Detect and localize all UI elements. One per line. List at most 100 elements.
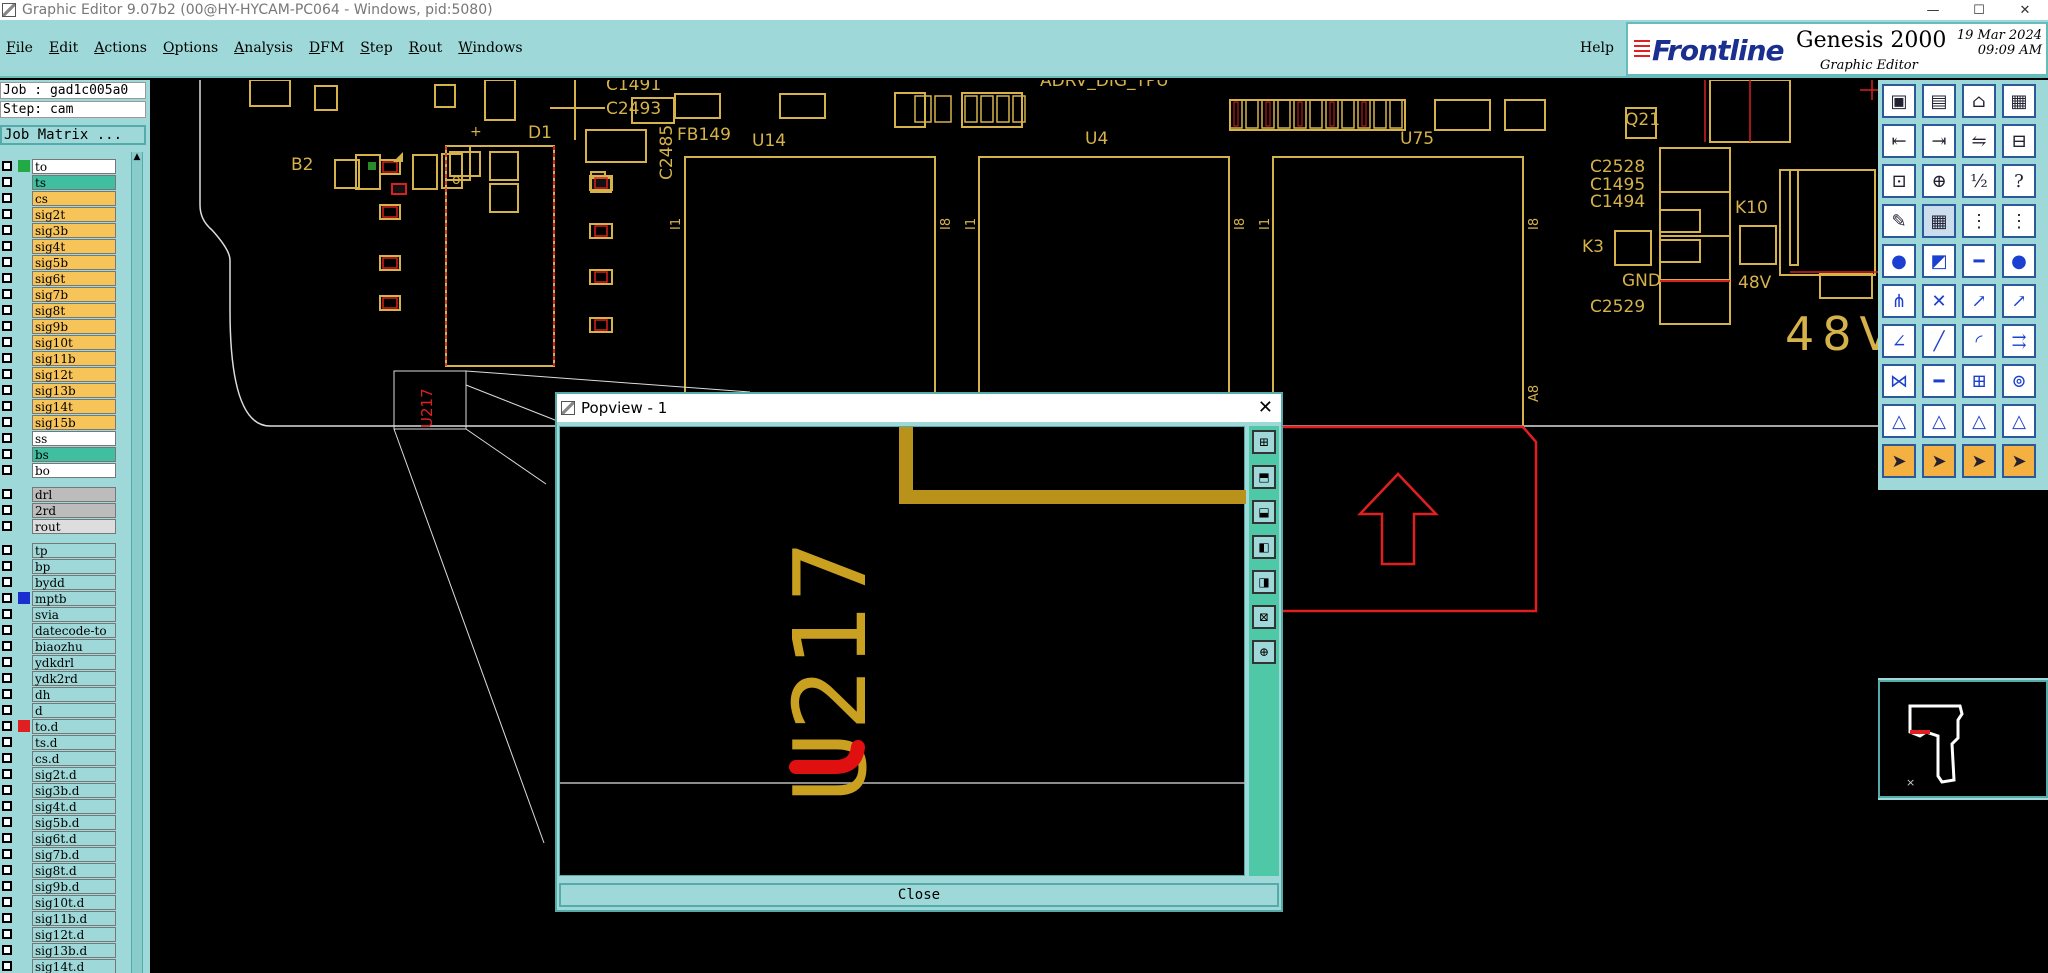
layer-checkbox[interactable] — [2, 401, 12, 411]
layer-checkbox[interactable] — [2, 545, 12, 555]
layer-checkbox[interactable] — [2, 225, 12, 235]
tri-d-icon[interactable]: △ — [2002, 404, 2036, 438]
layer-row-sig2t[interactable]: sig2t — [0, 206, 118, 222]
layer-color-swatch[interactable] — [18, 160, 30, 172]
select-net-icon[interactable]: ➤ — [2002, 444, 2036, 478]
layer-color-swatch[interactable] — [18, 928, 30, 940]
layer-color-swatch[interactable] — [18, 592, 30, 604]
select-area-icon[interactable]: ➤ — [1962, 444, 1996, 478]
layer-name[interactable]: sig13b.d — [32, 942, 116, 958]
layer-name[interactable]: sig5b.d — [32, 814, 116, 830]
measure-icon[interactable]: ✎ — [1882, 204, 1916, 238]
grid-toggle-icon[interactable]: ▦ — [1922, 204, 1956, 238]
layer-name[interactable]: cs — [32, 190, 116, 206]
layer-row-drl[interactable]: drl — [0, 486, 118, 502]
layer-checkbox[interactable] — [2, 801, 12, 811]
snap-icon[interactable]: ⊟ — [2002, 124, 2036, 158]
layer-checkbox[interactable] — [2, 737, 12, 747]
layer-name[interactable]: to.d — [32, 718, 116, 734]
layer-color-swatch[interactable] — [18, 336, 30, 348]
layer-name[interactable]: ss — [32, 430, 116, 446]
pan-up-icon[interactable]: ⬒ — [1252, 465, 1276, 489]
layer-checkbox[interactable] — [2, 305, 12, 315]
layer-name[interactable]: sig2t — [32, 206, 116, 222]
layer-name[interactable]: sig6t.d — [32, 830, 116, 846]
layer-row-sig7b.d[interactable]: sig7b.d — [0, 846, 118, 862]
layer-name[interactable]: sig12t — [32, 366, 116, 382]
tri-a-icon[interactable]: △ — [1882, 404, 1916, 438]
layer-name[interactable]: sig11b — [32, 350, 116, 366]
layer-color-swatch[interactable] — [18, 912, 30, 924]
circle-icon[interactable]: ● — [2002, 244, 2036, 278]
layer-name[interactable]: ts.d — [32, 734, 116, 750]
move-left-icon[interactable]: ⇤ — [1882, 124, 1916, 158]
maximize-button[interactable]: ☐ — [1973, 2, 1985, 18]
layer-checkbox[interactable] — [2, 321, 12, 331]
pan-down-icon[interactable]: ⬓ — [1252, 500, 1276, 524]
menu-step[interactable]: Step — [360, 40, 392, 56]
layer-row-sig5b[interactable]: sig5b — [0, 254, 118, 270]
layer-row-sig9b[interactable]: sig9b — [0, 318, 118, 334]
layer-row-bo[interactable]: bo — [0, 462, 118, 478]
layer-color-swatch[interactable] — [18, 464, 30, 476]
layer-row-ts.d[interactable]: ts.d — [0, 734, 118, 750]
layer-checkbox[interactable] — [2, 577, 12, 587]
layer-row-sig13b[interactable]: sig13b — [0, 382, 118, 398]
layer-color-swatch[interactable] — [18, 520, 30, 532]
layer-checkbox[interactable] — [2, 625, 12, 635]
popview-canvas[interactable]: U217 — [559, 426, 1246, 876]
layer-color-swatch[interactable] — [18, 800, 30, 812]
layer-checkbox[interactable] — [2, 785, 12, 795]
layer-color-swatch[interactable] — [18, 672, 30, 684]
layer-row-ydk2rd[interactable]: ydk2rd — [0, 670, 118, 686]
layer-checkbox[interactable] — [2, 241, 12, 251]
copy-in-icon[interactable]: ▣ — [1882, 84, 1916, 118]
layer-color-swatch[interactable] — [18, 384, 30, 396]
layer-name[interactable]: d — [32, 702, 116, 718]
layer-name[interactable]: bydd — [32, 574, 116, 590]
pad-icon[interactable]: ● — [1882, 244, 1916, 278]
layer-checkbox[interactable] — [2, 833, 12, 843]
zoom-out-icon[interactable]: ⊕ — [1252, 640, 1276, 664]
select-icon[interactable]: ➤ — [1922, 444, 1956, 478]
layer-checkbox[interactable] — [2, 337, 12, 347]
hline-icon[interactable]: ━ — [1922, 364, 1956, 398]
layer-checkbox[interactable] — [2, 521, 12, 531]
layer-color-swatch[interactable] — [18, 320, 30, 332]
layer-name[interactable]: datecode-to — [32, 622, 116, 638]
pan-left-icon[interactable]: ◧ — [1252, 535, 1276, 559]
popview-titlebar[interactable]: Popview - 1 ✕ — [557, 394, 1281, 422]
layer-color-swatch[interactable] — [18, 832, 30, 844]
layer-color-swatch[interactable] — [18, 624, 30, 636]
layer-checkbox[interactable] — [2, 657, 12, 667]
layer-row-sig15b[interactable]: sig15b — [0, 414, 118, 430]
scroll-up-icon[interactable]: ▲ — [133, 152, 141, 162]
arc-icon[interactable]: ◜ — [1962, 324, 1996, 358]
layer-name[interactable]: sig7b.d — [32, 846, 116, 862]
layer-color-swatch[interactable] — [18, 544, 30, 556]
job-matrix-button[interactable]: Job Matrix ... — [0, 125, 146, 145]
layer-name[interactable]: sig2t.d — [32, 766, 116, 782]
layer-row-ts[interactable]: ts — [0, 174, 118, 190]
net-icon[interactable]: ⋔ — [1882, 284, 1916, 318]
layer-b-icon[interactable]: ⋮ — [2002, 204, 2036, 238]
help-icon[interactable]: ? — [2002, 164, 2036, 198]
layer-row-to.d[interactable]: to.d — [0, 718, 118, 734]
layer-name[interactable]: sig12t.d — [32, 926, 116, 942]
layer-name[interactable]: ydk2rd — [32, 670, 116, 686]
layer-name[interactable]: mptb — [32, 590, 116, 606]
layer-name[interactable]: sig3b — [32, 222, 116, 238]
layer-checkbox[interactable] — [2, 177, 12, 187]
layer-row-mptb[interactable]: mptb — [0, 590, 118, 606]
dash-icon[interactable]: ━ — [1962, 244, 1996, 278]
layer-checkbox[interactable] — [2, 209, 12, 219]
layer-row-ss[interactable]: ss — [0, 430, 118, 446]
layer-row-d[interactable]: d — [0, 702, 118, 718]
layer-color-swatch[interactable] — [18, 864, 30, 876]
layer-color-swatch[interactable] — [18, 304, 30, 316]
layer-checkbox[interactable] — [2, 273, 12, 283]
layer-name[interactable]: tp — [32, 542, 116, 558]
layer-checkbox[interactable] — [2, 849, 12, 859]
zoom-box-icon[interactable]: ⊡ — [1882, 164, 1916, 198]
diagonal-icon[interactable]: ╱ — [1922, 324, 1956, 358]
